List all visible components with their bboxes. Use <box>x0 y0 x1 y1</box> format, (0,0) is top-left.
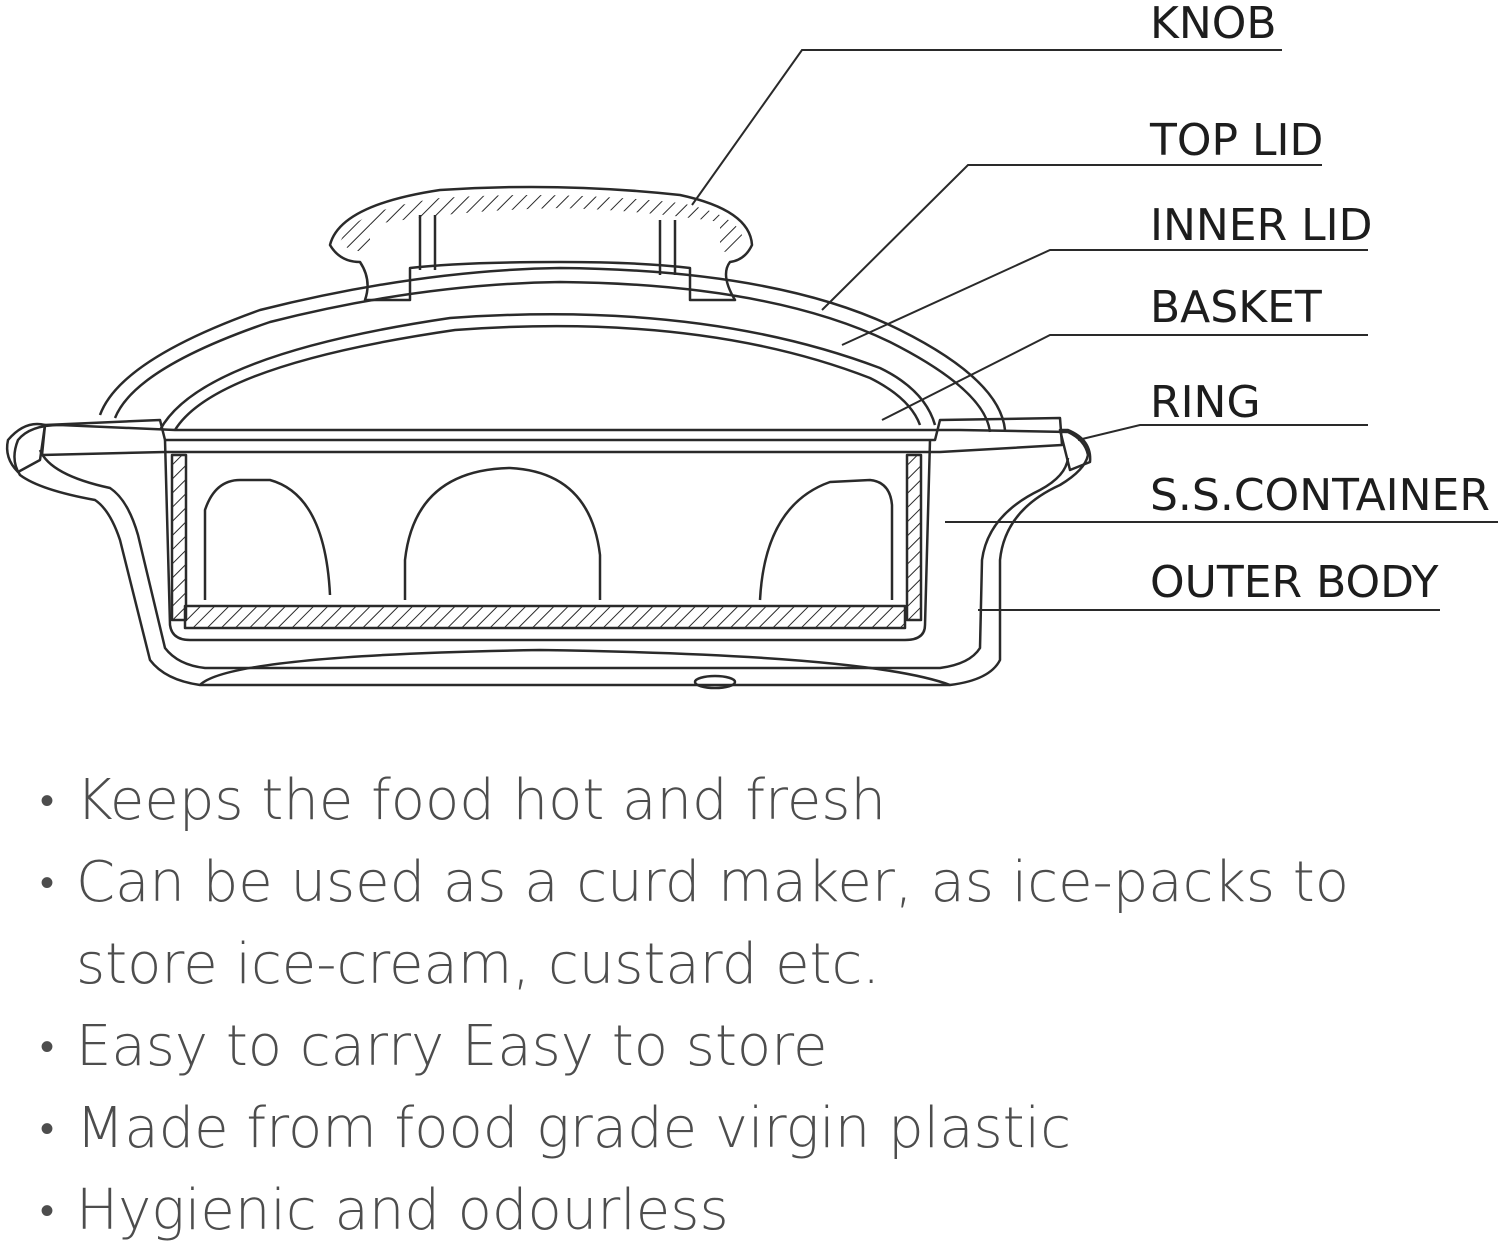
left-handle <box>5 422 47 474</box>
leader-top-lid <box>821 164 1322 311</box>
top-lid-inner-line <box>113 280 992 433</box>
leader-ring <box>1077 424 1368 441</box>
label-inner-lid: INNER LID <box>1150 200 1373 251</box>
ss-container-floor-hatch <box>183 604 907 630</box>
outer-body-foot <box>693 674 737 690</box>
feature-item: • Hygienic and odourless <box>40 1170 1500 1252</box>
label-ring: RING <box>1150 377 1261 428</box>
feature-text: Hygienic and odourless <box>76 1178 729 1243</box>
label-top-lid: TOP LID <box>1149 115 1323 166</box>
leader-inner-lid <box>841 249 1368 346</box>
bullet-marker: • <box>40 1024 55 1070</box>
feature-text: Made from food grade virgin plastic <box>76 1096 1071 1161</box>
casserole-drawing <box>5 185 1092 690</box>
bullet-marker: • <box>40 860 55 906</box>
label-ss-container: S.S.CONTAINER <box>1150 470 1490 521</box>
outer-body-inner-wall <box>38 449 1070 670</box>
bullet-marker: • <box>40 1188 55 1234</box>
bullet-marker: • <box>40 778 55 824</box>
bullet-marker: • <box>40 1106 55 1152</box>
label-knob: KNOB <box>1150 0 1277 49</box>
part-labels: KNOB TOP LID INNER LID BASKET RING S.S.C… <box>1149 0 1490 608</box>
ring-shape <box>40 416 1064 457</box>
ss-container-shape <box>163 439 932 642</box>
feature-text: Easy to carry Easy to store <box>76 1014 828 1079</box>
right-handle <box>1058 428 1092 472</box>
feature-item: • Easy to carry Easy to store <box>40 1006 1500 1088</box>
feature-text: Keeps the food hot and fresh <box>76 768 886 833</box>
feature-list: • Keeps the food hot and fresh • Can be us… <box>40 760 1500 1252</box>
basket-arch-left <box>203 478 332 600</box>
feature-item: • Made from food grade virgin plastic <box>40 1088 1500 1170</box>
label-outer-body: OUTER BODY <box>1150 557 1439 608</box>
leader-lines <box>691 49 1498 611</box>
leader-knob <box>691 49 1282 206</box>
feature-item: • Can be used as a curd maker, as ice-pac… <box>40 842 1500 1006</box>
knob-hatch-band <box>340 194 744 252</box>
outer-body-shape <box>13 423 1090 687</box>
inner-lid-inner-line <box>173 324 922 431</box>
ss-container-left-wall-hatch <box>170 453 188 622</box>
label-basket: BASKET <box>1150 282 1322 333</box>
inner-lid-shape <box>158 313 937 431</box>
feature-text: Can be used as a curd maker, as ice-pack… <box>76 850 1350 997</box>
feature-item: • Keeps the food hot and fresh <box>40 760 1500 842</box>
casserole-cross-section-diagram: KNOB TOP LID INNER LID BASKET RING S.S.C… <box>5 0 1498 690</box>
basket-arch-right <box>758 478 894 601</box>
basket-arch-middle <box>403 466 602 600</box>
top-lid-shape <box>98 266 1007 431</box>
outer-body-base <box>199 648 951 687</box>
knob-shape <box>328 185 754 302</box>
leader-basket <box>881 334 1368 421</box>
ss-container-right-wall-hatch <box>905 453 923 622</box>
